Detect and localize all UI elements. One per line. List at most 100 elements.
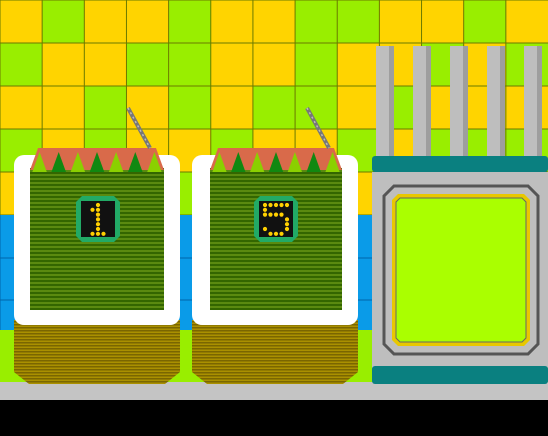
bin-base bbox=[192, 320, 358, 372]
wall-tile bbox=[168, 42, 212, 87]
antenna bbox=[305, 107, 331, 149]
pipe-shade bbox=[389, 46, 394, 158]
digit-dot bbox=[284, 222, 290, 227]
digit-dot bbox=[95, 207, 101, 212]
lid-tooth bbox=[212, 152, 227, 172]
digit-dot bbox=[262, 212, 268, 217]
digit-dot bbox=[262, 226, 268, 232]
wall-tile bbox=[0, 85, 44, 130]
machine-screen[interactable] bbox=[395, 197, 527, 343]
wall-tile bbox=[125, 42, 170, 87]
digit-dot bbox=[262, 207, 268, 212]
digit-display bbox=[76, 196, 120, 242]
bin-base-bevel bbox=[192, 372, 358, 384]
bin-base-bevel bbox=[14, 372, 180, 384]
digit-dot bbox=[95, 222, 101, 227]
bin-lid bbox=[30, 148, 164, 172]
wall-tile bbox=[125, 0, 170, 44]
digit-dot bbox=[268, 212, 273, 217]
machine-top-band bbox=[372, 156, 548, 172]
pipe-shade bbox=[500, 46, 505, 158]
lid-tooth bbox=[51, 152, 66, 172]
bin-lid-teeth bbox=[212, 152, 340, 172]
wall-tile bbox=[210, 85, 254, 130]
wall-tile bbox=[0, 42, 44, 87]
floor-black bbox=[0, 400, 548, 436]
digit-dot bbox=[101, 231, 106, 236]
wall-tile bbox=[463, 0, 507, 44]
pipe-shade bbox=[463, 46, 468, 158]
digit-dots bbox=[262, 202, 290, 236]
digit-display bbox=[254, 196, 298, 242]
floor-gray bbox=[0, 382, 548, 400]
machine-bottom-band bbox=[372, 366, 548, 384]
digit-dot bbox=[95, 212, 101, 217]
wall-tile bbox=[336, 42, 381, 87]
lid-tooth bbox=[128, 152, 143, 172]
machine[interactable] bbox=[372, 46, 548, 384]
wall-tile bbox=[41, 0, 86, 44]
wall-tile bbox=[83, 0, 128, 44]
lid-tooth bbox=[32, 152, 47, 172]
wall-tile bbox=[378, 0, 423, 44]
pipe-shade bbox=[537, 46, 542, 158]
bin-lid bbox=[210, 148, 342, 172]
pipe-shade bbox=[426, 46, 431, 158]
wall-tile bbox=[168, 0, 212, 44]
wall-tile bbox=[252, 85, 297, 130]
wall-tile bbox=[83, 85, 128, 130]
lid-tooth bbox=[325, 152, 340, 172]
wall-tile bbox=[252, 42, 297, 87]
wall-tile bbox=[336, 85, 381, 130]
digit-dot bbox=[279, 212, 284, 217]
wall-tile bbox=[336, 0, 381, 44]
digit-dot bbox=[262, 202, 268, 208]
wall-tile bbox=[505, 0, 548, 44]
wall-tile bbox=[125, 85, 170, 130]
wall-tile bbox=[210, 42, 254, 87]
bin-lid-teeth bbox=[32, 152, 162, 172]
machine-pipes bbox=[376, 46, 542, 158]
machine-inner-frame bbox=[382, 184, 540, 356]
wall-tile bbox=[252, 0, 297, 44]
wall-tile bbox=[210, 0, 254, 44]
digit-dot bbox=[95, 217, 101, 222]
digit-dot bbox=[279, 202, 284, 208]
digit-dots bbox=[90, 202, 106, 236]
bin-left[interactable]: 1 bbox=[14, 107, 180, 384]
lid-tooth bbox=[108, 152, 124, 172]
lid-tooth bbox=[306, 152, 321, 172]
digit-dot bbox=[268, 202, 273, 208]
digit-dot bbox=[90, 231, 95, 236]
wall-tile bbox=[41, 85, 86, 130]
wall-tile bbox=[83, 42, 128, 87]
digit-dot bbox=[279, 231, 284, 236]
lid-tooth bbox=[231, 152, 246, 172]
antenna bbox=[126, 107, 152, 149]
digit-dot bbox=[95, 202, 101, 208]
lid-tooth bbox=[250, 152, 265, 172]
digit-dot bbox=[284, 217, 290, 222]
wall-tile bbox=[294, 0, 339, 44]
digit-dot bbox=[90, 207, 95, 212]
lid-tooth bbox=[268, 152, 284, 172]
lid-tooth bbox=[89, 152, 105, 172]
digit-dot bbox=[273, 212, 279, 217]
wall-tile bbox=[41, 42, 86, 87]
lid-tooth bbox=[287, 152, 302, 172]
wall-tile bbox=[168, 85, 212, 130]
lid-tooth bbox=[147, 152, 162, 172]
wall-tile bbox=[421, 0, 465, 44]
digit-dot bbox=[273, 202, 279, 208]
digit-dot bbox=[268, 231, 273, 236]
lid-tooth bbox=[70, 152, 86, 172]
digit-dot bbox=[273, 231, 279, 236]
digit-dot bbox=[284, 226, 290, 232]
bin-base bbox=[14, 320, 180, 372]
digit-dot bbox=[95, 231, 101, 236]
bin-right[interactable]: 5 bbox=[192, 107, 358, 384]
wall-tile bbox=[0, 0, 44, 44]
digit-dot bbox=[284, 202, 290, 208]
wall-tile bbox=[294, 42, 339, 87]
